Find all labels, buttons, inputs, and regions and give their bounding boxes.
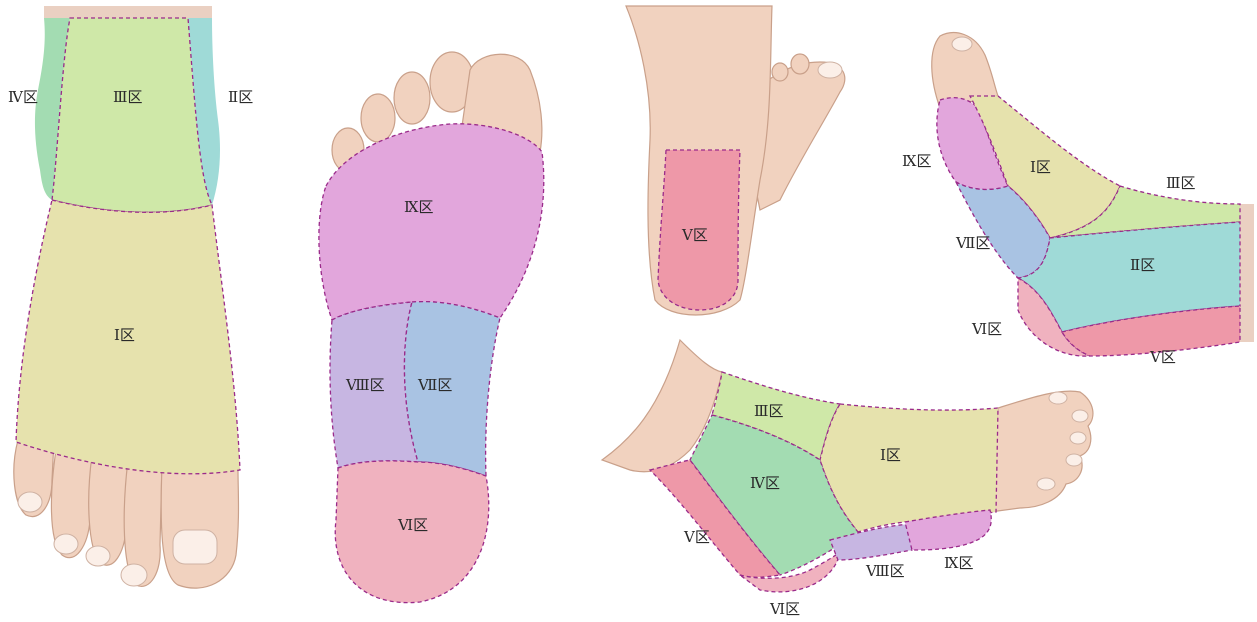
medial-toes	[990, 391, 1093, 512]
lateral-view: Ⅸ区 Ⅰ区 Ⅲ区 Ⅶ区 Ⅱ区 Ⅵ区 Ⅴ区	[902, 33, 1254, 366]
lateral-label-VI: Ⅵ区	[971, 320, 1002, 338]
lateral-leg	[1240, 204, 1254, 342]
medial-label-IX: Ⅸ区	[944, 554, 973, 572]
dorsal-label-III: Ⅲ区	[113, 88, 142, 106]
lateral-label-III: Ⅲ区	[1166, 174, 1195, 192]
dorsal-label-I: Ⅰ区	[114, 326, 135, 344]
medial-view: Ⅲ区 Ⅰ区 Ⅳ区 Ⅴ区 Ⅷ区 Ⅸ区 Ⅵ区	[602, 340, 1093, 618]
dorsal-zone-III	[52, 18, 212, 212]
lateral-label-I: Ⅰ区	[1030, 158, 1051, 176]
medial-label-I: Ⅰ区	[880, 446, 901, 464]
plantar-label-VIII: Ⅷ区	[345, 376, 385, 394]
dorsal-ankle-skin	[44, 6, 212, 18]
plantar-label-VII: Ⅶ区	[417, 376, 452, 394]
medial-label-IV: Ⅳ区	[750, 474, 780, 492]
dorsal-label-II: Ⅱ区	[228, 88, 253, 106]
medial-label-V: Ⅴ区	[683, 528, 710, 546]
plantar-label-VI: Ⅵ区	[397, 516, 428, 534]
medial-label-VIII: Ⅷ区	[865, 562, 905, 580]
dorsal-view: Ⅰ区 Ⅲ区 Ⅱ区 Ⅳ区	[8, 6, 253, 588]
medial-label-III: Ⅲ区	[754, 402, 783, 420]
plantar-label-IX: Ⅸ区	[404, 198, 433, 216]
posterior-label-V: Ⅴ区	[681, 226, 708, 244]
plantar-view: Ⅸ区 Ⅷ区 Ⅶ区 Ⅵ区	[319, 52, 544, 603]
lateral-label-V: Ⅴ区	[1149, 348, 1176, 366]
posterior-view: Ⅴ区	[626, 6, 845, 315]
lateral-label-VII: Ⅶ区	[955, 234, 990, 252]
medial-label-VI: Ⅵ区	[769, 600, 800, 618]
lateral-label-II: Ⅱ区	[1130, 256, 1155, 274]
dorsal-label-IV: Ⅳ区	[8, 88, 38, 106]
lateral-label-IX: Ⅸ区	[902, 152, 931, 170]
